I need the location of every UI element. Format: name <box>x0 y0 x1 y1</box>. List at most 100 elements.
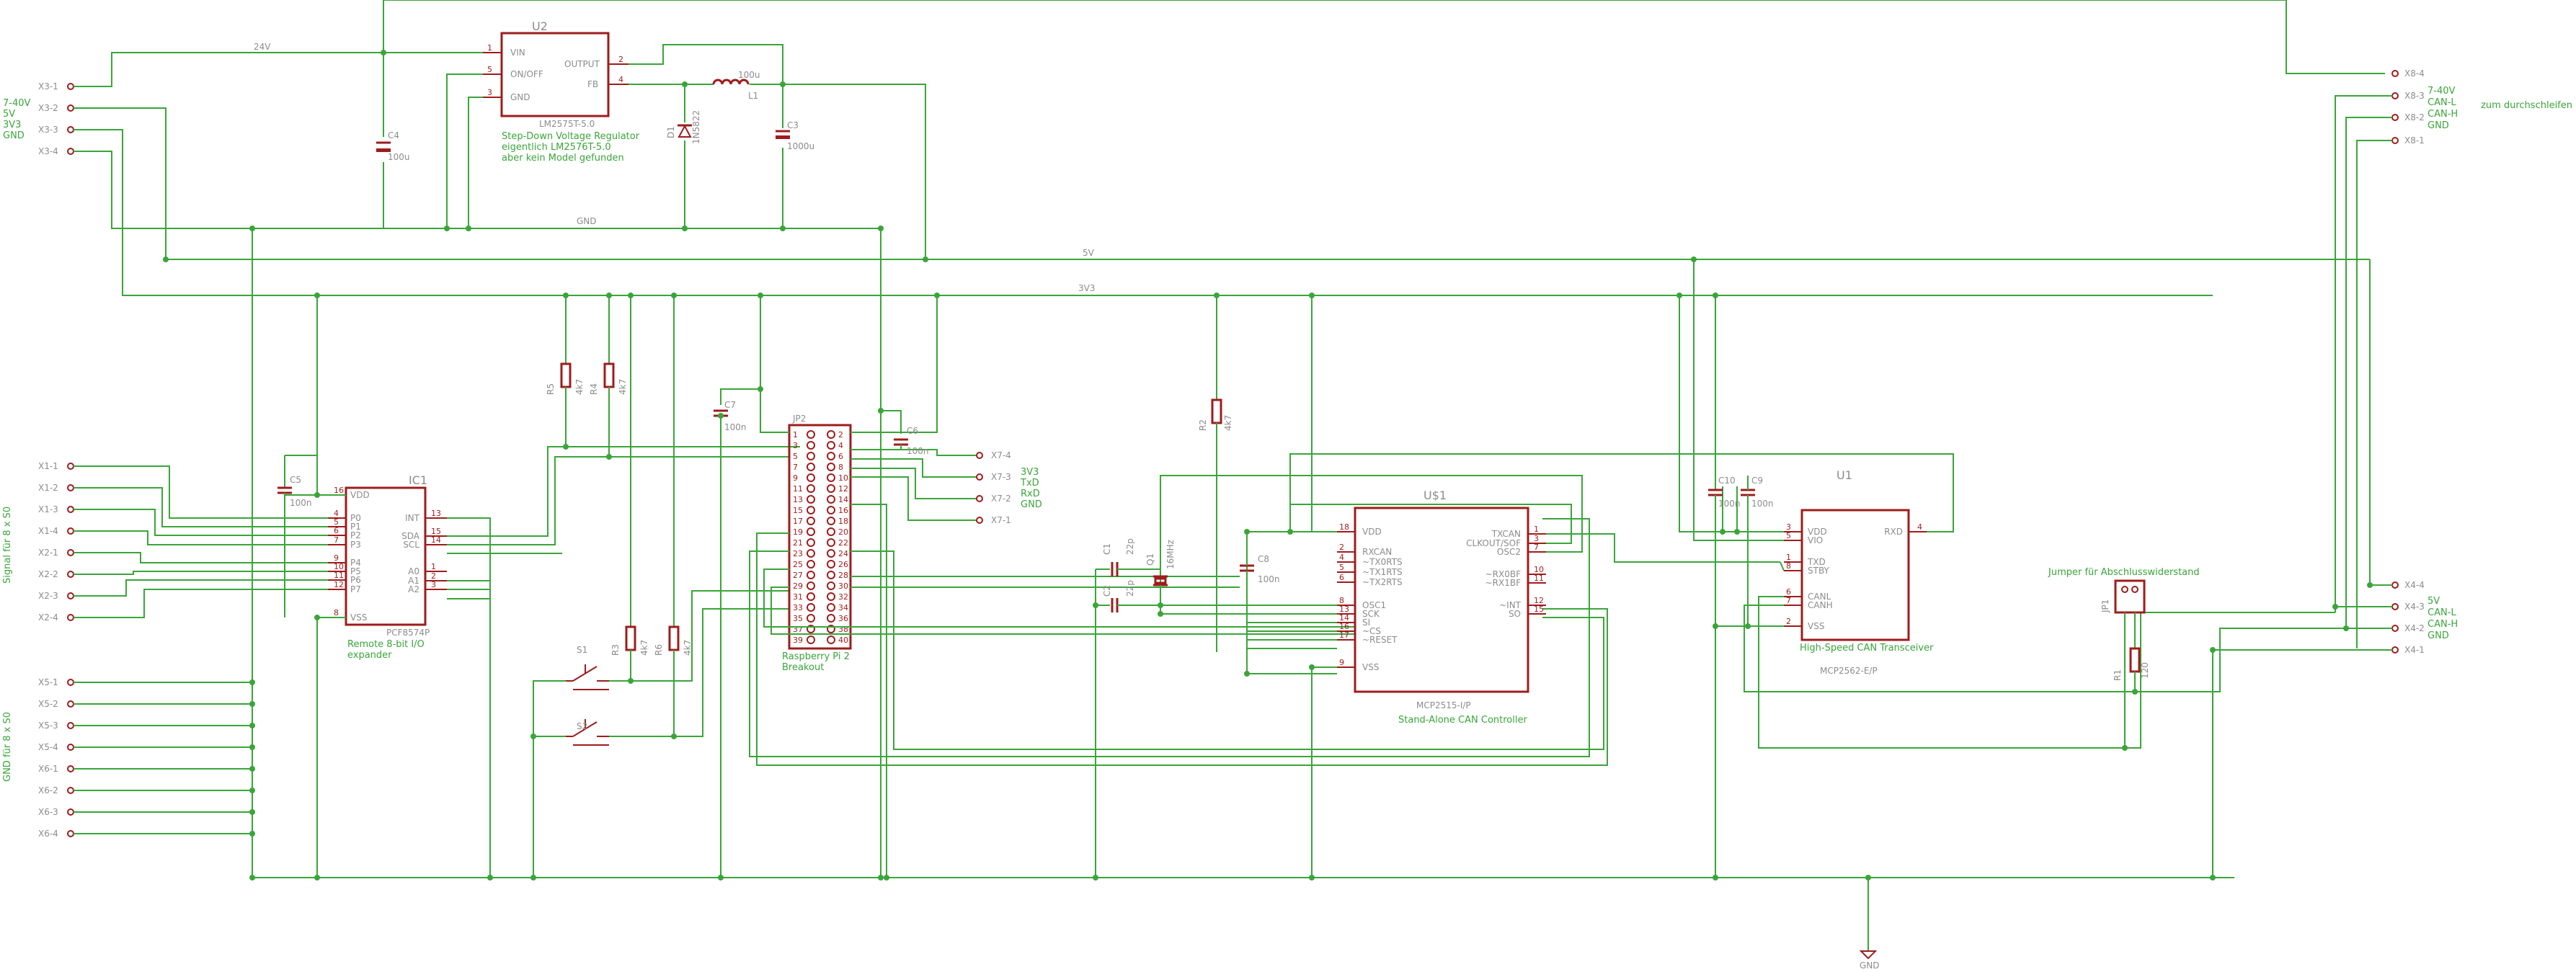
connector-x3-3[interactable] <box>67 126 74 133</box>
jp2-pin[interactable] <box>807 549 815 558</box>
capacitor-c10[interactable]: C10 100n <box>1708 295 1741 626</box>
connector-x1-4[interactable] <box>67 527 74 535</box>
connector-x6-3[interactable] <box>67 808 74 816</box>
jp2-pin[interactable] <box>807 538 815 547</box>
jp2-pin[interactable] <box>827 538 835 547</box>
jp2-pin[interactable] <box>827 495 835 504</box>
capacitor-c2[interactable]: C2 22p <box>1096 580 1160 612</box>
connector-x5-4[interactable] <box>67 744 74 751</box>
connector-x2-3[interactable] <box>67 592 74 599</box>
jp2-pin[interactable] <box>807 484 815 493</box>
connector-x2-1[interactable] <box>67 549 74 556</box>
jp2-pin[interactable] <box>807 625 815 633</box>
connector-x2-2[interactable] <box>67 571 74 578</box>
connector-x6-4[interactable] <box>67 830 74 837</box>
crystal-q1[interactable]: Q1 16MHz <box>1145 540 1176 614</box>
jp2-pin[interactable] <box>807 592 815 601</box>
jp2-pin-number: 18 <box>838 517 848 526</box>
ic1-pin-name: SDA <box>401 531 420 541</box>
connector-x7-4[interactable] <box>976 452 983 459</box>
jp2-pin[interactable] <box>807 603 815 612</box>
connector-x4-4[interactable] <box>2391 581 2399 589</box>
connector-x7-2[interactable] <box>976 495 983 502</box>
jp2-pin-number: 7 <box>793 463 798 472</box>
jp2-pin[interactable] <box>807 452 815 460</box>
capacitor-c9[interactable]: C9 100n <box>1741 476 1774 626</box>
jp2-pin[interactable] <box>807 495 815 504</box>
jp2-pin[interactable] <box>827 571 835 579</box>
diode-d1[interactable]: D1 1N5822 <box>666 110 701 144</box>
jp2-pin[interactable] <box>807 463 815 471</box>
jp2-pin[interactable] <box>807 430 815 439</box>
can-controller-mcp2515[interactable]: U$1 MCP2515-I/P Stand-Alone CAN Controll… <box>1337 489 1546 726</box>
can-transceiver-mcp2562[interactable]: U1 High-Speed CAN Transceiver MCP2562-E/… <box>1784 468 1934 676</box>
regulator-u2[interactable]: U2 VIN ON/OFF GND OUTPUT FB 1 5 3 2 4 LM… <box>483 19 640 164</box>
jp2-pin[interactable] <box>827 603 835 612</box>
connector-x4-2[interactable] <box>2391 625 2399 632</box>
jp2-pin[interactable] <box>807 581 815 590</box>
connector-x8-2[interactable] <box>2391 114 2399 121</box>
connector-x3-2[interactable] <box>67 104 74 112</box>
jp2-pin[interactable] <box>827 517 835 525</box>
capacitor-c6[interactable]: C6 100n <box>907 426 929 456</box>
jp2-pin[interactable] <box>827 506 835 514</box>
connector-x4-1[interactable] <box>2391 646 2399 654</box>
capacitor-c5[interactable]: C5 100n <box>277 455 317 617</box>
mcp2515-pin-name: VDD <box>1362 527 1382 537</box>
jp2-pin-number: 38 <box>838 625 848 634</box>
jp2-pin[interactable] <box>827 463 835 471</box>
jp2-pin[interactable] <box>807 506 815 514</box>
jp2-pin[interactable] <box>827 560 835 569</box>
connector-x6-1[interactable] <box>67 765 74 772</box>
switch-s2[interactable]: S2 <box>533 719 674 746</box>
io-expander-ic1[interactable]: IC1 PCF8574P Remote 8-bit I/O expander V… <box>328 473 447 661</box>
switch-s1[interactable]: S1 <box>533 645 631 736</box>
jp2-pin[interactable] <box>827 484 835 493</box>
connector-x2-4[interactable] <box>67 614 74 621</box>
jp2-pin[interactable] <box>807 473 815 482</box>
connector-x1-3[interactable] <box>67 506 74 513</box>
jp2-pin[interactable] <box>807 571 815 579</box>
jp2-pin[interactable] <box>827 441 835 450</box>
jp2-pin[interactable] <box>807 527 815 536</box>
capacitor-c4[interactable]: C4 100u <box>376 130 410 162</box>
connector-x3-4[interactable] <box>67 148 74 155</box>
connector-x7-1[interactable] <box>976 517 983 524</box>
termination-jumper-jp1[interactable]: Jumper für Abschlusswiderstand JP1 R1 12… <box>2048 567 2200 748</box>
jp2-pin[interactable] <box>807 560 815 569</box>
connector-x5-2[interactable] <box>67 700 74 708</box>
connector-x3-1[interactable] <box>67 83 74 90</box>
capacitor-c8[interactable]: C8 100n <box>1240 532 1280 674</box>
jp2-pin[interactable] <box>827 625 835 633</box>
inductor-l1[interactable]: 100u L1 <box>712 70 760 101</box>
jp2-pin[interactable] <box>807 614 815 623</box>
connector-x1-2[interactable] <box>67 484 74 491</box>
connector-x4-3[interactable] <box>2391 603 2399 610</box>
jp2-pin[interactable] <box>807 441 815 450</box>
jp2-pin[interactable] <box>807 636 815 644</box>
connector-x7-3[interactable] <box>976 473 983 481</box>
connector-x1-1[interactable] <box>67 463 74 470</box>
jp2-pin[interactable] <box>807 517 815 525</box>
ic1-pin-number: 4 <box>334 509 339 518</box>
capacitor-c1[interactable]: C1 22p <box>1095 538 1160 605</box>
x3-3-label: X3-3 <box>38 125 58 135</box>
connector-x5-1[interactable] <box>67 679 74 686</box>
jp2-pin[interactable] <box>827 473 835 482</box>
connector-x8-4[interactable] <box>2391 70 2399 77</box>
connector-x8-1[interactable] <box>2391 137 2399 144</box>
jp2-pin[interactable] <box>827 636 835 644</box>
jp2-pin[interactable] <box>827 581 835 590</box>
jp2-pin[interactable] <box>827 592 835 601</box>
jp2-pin[interactable] <box>827 527 835 536</box>
jp2-pin[interactable] <box>827 549 835 558</box>
connector-x6-2[interactable] <box>67 787 74 794</box>
capacitor-c7[interactable]: C7 100n <box>724 400 747 432</box>
jp2-pin[interactable] <box>827 614 835 623</box>
jp2-pin[interactable] <box>827 430 835 439</box>
jp2-pin[interactable] <box>827 452 835 460</box>
connector-x5-3[interactable] <box>67 722 74 729</box>
connector-x8-3[interactable] <box>2391 92 2399 99</box>
capacitor-c3[interactable]: C3 1000u <box>776 120 814 151</box>
